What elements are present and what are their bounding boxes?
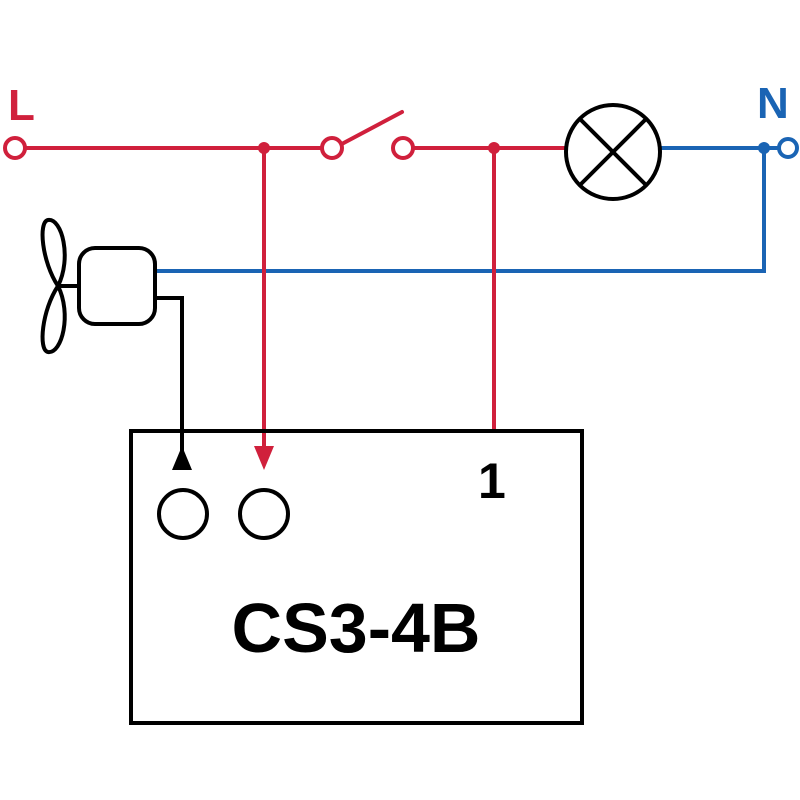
neutral-label: N <box>757 79 789 128</box>
control-output-arrow <box>172 446 192 470</box>
fan-blade-top <box>40 218 67 290</box>
live-label: L <box>8 81 35 130</box>
n-terminal <box>777 137 799 159</box>
neutral-junction <box>758 142 770 154</box>
live-junction-2 <box>488 142 500 154</box>
fan-blade-bottom <box>40 282 67 354</box>
controller-box <box>129 429 584 725</box>
switch-contact-left <box>320 136 344 160</box>
switch-contact-right <box>391 136 415 160</box>
fan-motor-icon <box>40 218 157 354</box>
live-input-arrow <box>254 446 274 470</box>
terminal-1-label: 1 <box>478 453 506 509</box>
lamp-icon <box>564 103 662 201</box>
live-wiring <box>23 110 567 450</box>
device-model-label: CS3-4B <box>232 589 481 667</box>
live-junction-1 <box>258 142 270 154</box>
controller-input-terminal <box>238 488 290 540</box>
switch-blade <box>336 110 404 148</box>
control-wire-fan-to-controller <box>155 296 184 470</box>
fan-motor-body <box>77 246 157 326</box>
controller-output-terminal <box>157 488 209 540</box>
l-terminal <box>3 136 27 160</box>
neutral-wiring <box>153 146 782 273</box>
neutral-wire-to-fan <box>153 146 766 273</box>
